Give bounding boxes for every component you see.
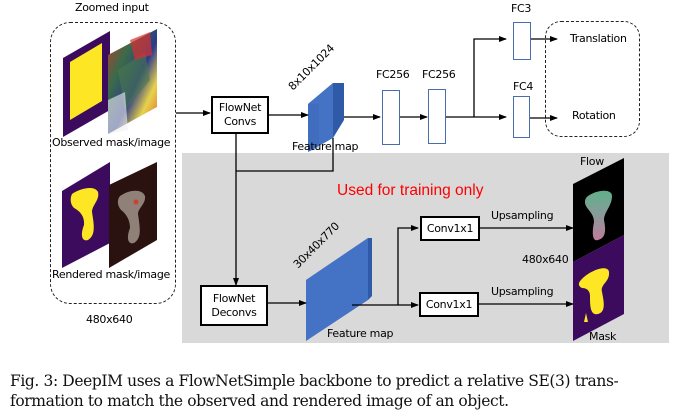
mask-label: Mask bbox=[589, 330, 617, 343]
fc3-label: FC3 bbox=[511, 2, 532, 15]
caption-line-2: formation to match the observed and rend… bbox=[10, 392, 509, 410]
observed-label: Observed mask/image bbox=[52, 136, 171, 149]
connectors bbox=[176, 36, 574, 308]
rendered-mask-image bbox=[62, 162, 110, 268]
output-resolution: 480x640 bbox=[522, 253, 569, 266]
output-group-container bbox=[545, 21, 640, 137]
fc4-block bbox=[513, 96, 530, 138]
fc256-2-label: FC256 bbox=[422, 68, 456, 81]
figure-caption: Fig. 3: DeepIM uses a FlowNetSimple back… bbox=[10, 371, 690, 411]
upsampling-bottom-label: Upsampling bbox=[491, 285, 554, 298]
input-resolution: 480x640 bbox=[86, 313, 133, 326]
observed-rgb-image bbox=[108, 29, 157, 134]
fc4-label: FC4 bbox=[513, 80, 534, 93]
flow-label: Flow bbox=[580, 155, 604, 168]
conv1x1-top-block: Conv1x1 bbox=[420, 216, 480, 241]
flownet-convs-line2: Convs bbox=[223, 115, 257, 128]
fc256-2-block bbox=[428, 89, 446, 144]
fc256-1-label: FC256 bbox=[376, 68, 410, 81]
rendered-label: Rendered mask/image bbox=[52, 268, 170, 281]
conv1x1-top-label: Conv1x1 bbox=[426, 221, 474, 235]
feature-map-bottom bbox=[306, 238, 372, 341]
feature-map-bottom-label: Feature map bbox=[327, 327, 394, 340]
fc256-1-block bbox=[382, 90, 400, 145]
feature-map-top bbox=[308, 83, 344, 152]
flow-output-image bbox=[573, 158, 624, 262]
fc3-block bbox=[513, 22, 531, 60]
caption-line-1: Fig. 3: DeepIM uses a FlowNetSimple back… bbox=[10, 372, 619, 390]
flownet-deconvs-block: FlowNet Deconvs bbox=[200, 285, 268, 326]
flownet-convs-block: FlowNet Convs bbox=[211, 96, 269, 134]
flownet-deconvs-line2: Deconvs bbox=[211, 305, 257, 319]
flownet-convs-line1: FlowNet bbox=[218, 101, 262, 114]
input-group-title: Zoomed input bbox=[75, 1, 149, 14]
input-group-container bbox=[50, 22, 176, 304]
observed-mask-image bbox=[63, 31, 110, 137]
conv1x1-bottom-label: Conv1x1 bbox=[425, 297, 473, 311]
upsampling-top-label: Upsampling bbox=[491, 209, 554, 222]
training-only-note: Used for training only bbox=[337, 182, 484, 199]
mask-output-image bbox=[573, 235, 624, 341]
translation-label: Translation bbox=[570, 32, 627, 45]
rendered-rgb-image bbox=[109, 162, 157, 268]
feature-map-top-label: Feature map bbox=[292, 140, 359, 153]
flownet-deconvs-line1: FlowNet bbox=[212, 291, 256, 305]
conv1x1-bottom-block: Conv1x1 bbox=[419, 292, 479, 317]
rotation-label: Rotation bbox=[572, 109, 616, 122]
